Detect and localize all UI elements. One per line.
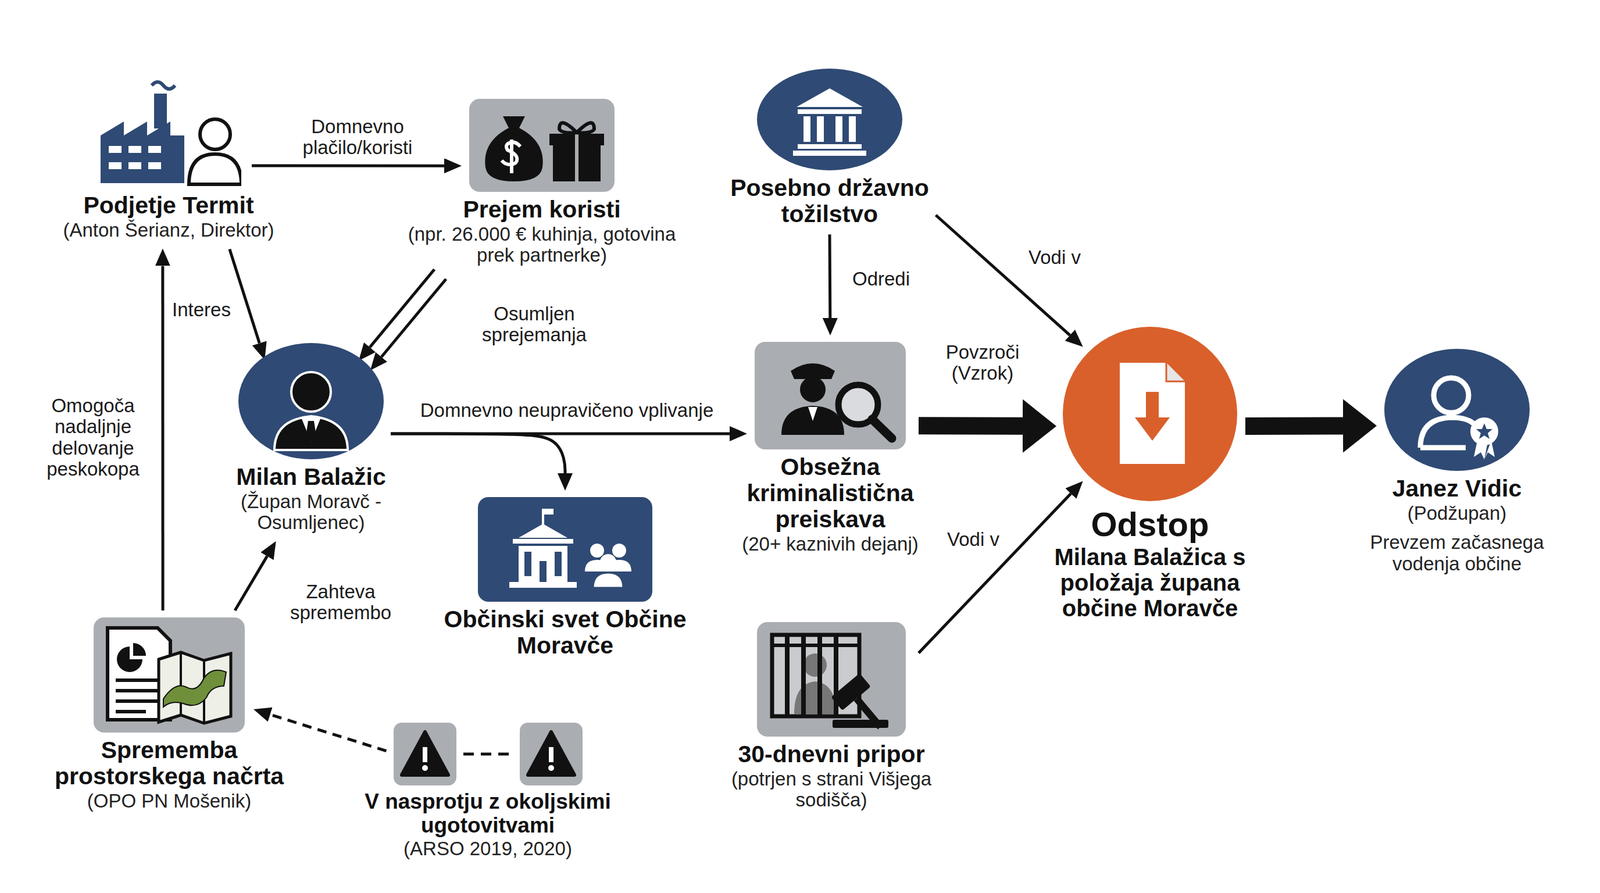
connector-line [229,248,260,344]
connector-line [936,215,1071,336]
connector-line [251,164,445,168]
arrow-connector [229,248,260,344]
node-icon [1384,348,1530,471]
investigation-node: Obsežna kriminalistična preiskava(20+ ka… [713,341,947,556]
connector-line [270,714,387,752]
node-icon [477,497,653,602]
node-title: Posebno državno tožilstvo [707,175,952,228]
node-title: Milan Balažic [200,463,422,491]
arrow-connector [251,165,445,167]
prosecutor-node: Posebno državno tožilstvo [707,68,952,228]
council-node: Občinski svet Občine Moravče [443,497,688,659]
node-icon [1062,326,1238,502]
node-title: Janez Vidic [1340,475,1574,502]
edge-label: Omogoča nadaljnje delovanje peskokopa [32,395,154,480]
node-title: Obsežna kriminalistična preiskava [713,454,947,533]
node-title: Prejem koristi [405,196,679,223]
connector-line [234,556,267,611]
deputy-node: Janez Vidic(Podžupan) Prevzem začasnega v… [1340,348,1574,575]
connector-line [161,265,164,611]
mayor-node: Milan Balažic(Župan Moravč - Osumljenec) [200,343,422,534]
edge-label: Interes [169,299,234,321]
edge-label: Domnevno neupravičeno vplivanje [418,400,716,421]
node-subtitle: (20+ kaznivih dejanj) [713,533,947,555]
node-title: Odstop [1022,505,1278,544]
arrow-connector [369,269,446,357]
node-icon [93,617,245,733]
edge-label: Zahteva spremembo [280,581,402,624]
arrow-connector [162,265,163,611]
edge-label: Osumljen sprejemanja [465,303,604,346]
edge-label: Povzroči (Vzrok) [919,341,1046,385]
node-title: V nasprotju z okoljskimi ugotovitvami [354,790,622,838]
node-subtitle: (OPO PN Mošenik) [41,790,298,812]
warning-node: V nasprotju z okoljskimi ugotovitvami(AR… [354,722,622,860]
resignation-node: OdstopMilana Balažica s položaja župana … [1022,326,1278,621]
node-icon [238,343,384,460]
plan-change-node: Sprememba prostorskega načrta(OPO PN Moš… [41,617,298,812]
connector-line [390,433,566,474]
arrow-connector [234,556,267,611]
arrow-connector [936,215,1071,336]
arrow-connector [1245,425,1344,427]
node-subtitle: (potrjen s strani Višjega sodišča) [715,768,948,812]
edge-label: Vodi v [944,529,1002,550]
node-title: Sprememba prostorskega načrta [41,737,298,790]
connector-line [369,269,435,348]
node-title: Občinski svet Občine Moravče [443,606,688,659]
node-subtitle: (npr. 26.000 € kuhinja, gotovina prek pa… [405,223,679,267]
node-subtitle: (Župan Moravč - Osumljenec) [200,491,422,534]
connector-line [381,279,446,357]
node-icon [393,722,583,786]
node-icon [756,622,906,737]
connector-line [918,416,1023,435]
node-icon [754,341,906,450]
node-subtitle: Prevzem začasnega vodenja občine [1340,531,1574,575]
arrow-connector [829,234,831,319]
detention-node: 30-dnevni pripor(potrjen s strani Višjeg… [715,622,948,812]
edge-label: Vodi v [1026,247,1084,269]
arrow-connector [270,714,387,752]
connector-line [918,493,1071,653]
node-title: 30-dnevni pripor [715,741,948,768]
node-title: Podjetje Termit [34,192,303,219]
node-icon [95,77,242,188]
arrow-connector [918,425,1023,427]
company-node: Podjetje Termit(Anton Šerianz, Direktor) [34,77,303,241]
node-subtitle: (ARSO 2019, 2020) [354,838,622,860]
edge-label: Odredi [850,268,913,290]
node-subtitle: (Podžupan) [1340,502,1574,524]
node-icon [469,98,615,192]
edge-label: Domnevno plačilo/koristi [268,116,448,159]
arrow-connector [390,433,566,474]
connector-line [1245,416,1344,435]
arrow-connector [918,493,1071,653]
node-icon [756,68,903,171]
node-subtitle: (Anton Šerianz, Direktor) [34,219,303,241]
connector-line [828,234,832,319]
node-subtitle: Milana Balažica s položaja župana občine… [1022,544,1278,621]
